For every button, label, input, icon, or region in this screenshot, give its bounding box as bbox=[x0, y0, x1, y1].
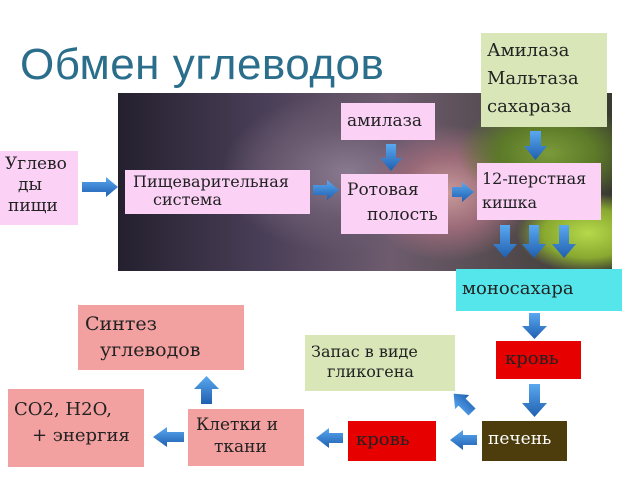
up-arrow-icon bbox=[194, 376, 219, 404]
food-carbohydrates-box: Углево ды пищи bbox=[0, 151, 78, 225]
box-line: углеводов bbox=[100, 339, 201, 361]
box-line: CO2, H2O, bbox=[14, 399, 112, 420]
monosaccharides-box: моносахара bbox=[456, 269, 622, 311]
box-line: кровь bbox=[505, 348, 559, 369]
box-line: Ротовая bbox=[347, 180, 419, 200]
box-line: кишка bbox=[482, 193, 538, 212]
blood-box-2: кровь bbox=[348, 421, 436, 461]
box-line: Мальтаза bbox=[487, 68, 579, 89]
box-line: моносахара bbox=[462, 278, 574, 299]
left-arrow-icon bbox=[153, 427, 184, 447]
page-title: Обмен углеводов bbox=[20, 40, 385, 89]
box-line: ткани bbox=[214, 437, 267, 457]
box-line: Амилаза bbox=[487, 40, 570, 61]
diagonal-arrow-icon bbox=[453, 393, 476, 416]
box-line: сахараза bbox=[487, 96, 572, 117]
box-line: печень bbox=[488, 429, 552, 449]
liver-box: печень bbox=[482, 421, 567, 461]
down-arrow-icon bbox=[493, 225, 517, 258]
box-line: полость bbox=[367, 205, 438, 225]
amylase-box: амилаза bbox=[341, 103, 435, 140]
down-arrow-icon bbox=[552, 225, 576, 258]
duodenum-box: 12-перстная кишка bbox=[477, 163, 601, 220]
carbohydrate-synthesis-box: Синтез углеводов bbox=[78, 305, 244, 370]
box-line: 12-перстная bbox=[482, 169, 587, 188]
glycogen-storage-box: Запас в виде гликогена bbox=[305, 335, 455, 391]
box-line: ды bbox=[18, 175, 42, 195]
box-line: кровь bbox=[356, 429, 410, 450]
box-line: Запас в виде bbox=[311, 342, 418, 361]
box-line: система bbox=[153, 190, 222, 209]
left-arrow-icon bbox=[316, 428, 343, 448]
down-arrow-icon bbox=[380, 144, 402, 171]
co2-water-energy-box: CO2, H2O, + энергия bbox=[8, 389, 144, 467]
digestive-system-box: Пищеварительная система bbox=[125, 170, 310, 214]
cells-tissues-box: Клетки и ткани bbox=[188, 409, 304, 466]
oral-cavity-box: Ротовая полость bbox=[341, 174, 448, 234]
box-line: Синтез bbox=[85, 313, 157, 335]
box-line: пищи bbox=[8, 196, 58, 216]
box-line: + энергия bbox=[32, 425, 130, 446]
down-arrow-icon bbox=[522, 384, 547, 417]
box-line: Пищеварительная bbox=[133, 172, 289, 191]
right-arrow-icon bbox=[313, 180, 339, 200]
left-arrow-icon bbox=[450, 430, 477, 450]
enzymes-box: Амилаза Мальтаза сахараза bbox=[481, 33, 607, 127]
box-line: гликогена bbox=[327, 362, 414, 381]
blood-box-1: кровь bbox=[496, 341, 581, 379]
down-arrow-icon bbox=[524, 131, 547, 160]
down-arrow-icon bbox=[522, 313, 547, 339]
box-line: амилаза bbox=[347, 111, 423, 131]
right-arrow-icon bbox=[82, 177, 118, 197]
box-line: Клетки и bbox=[196, 415, 279, 435]
down-arrow-icon bbox=[522, 225, 546, 258]
right-arrow-icon bbox=[452, 182, 474, 202]
box-line: Углево bbox=[5, 154, 67, 174]
